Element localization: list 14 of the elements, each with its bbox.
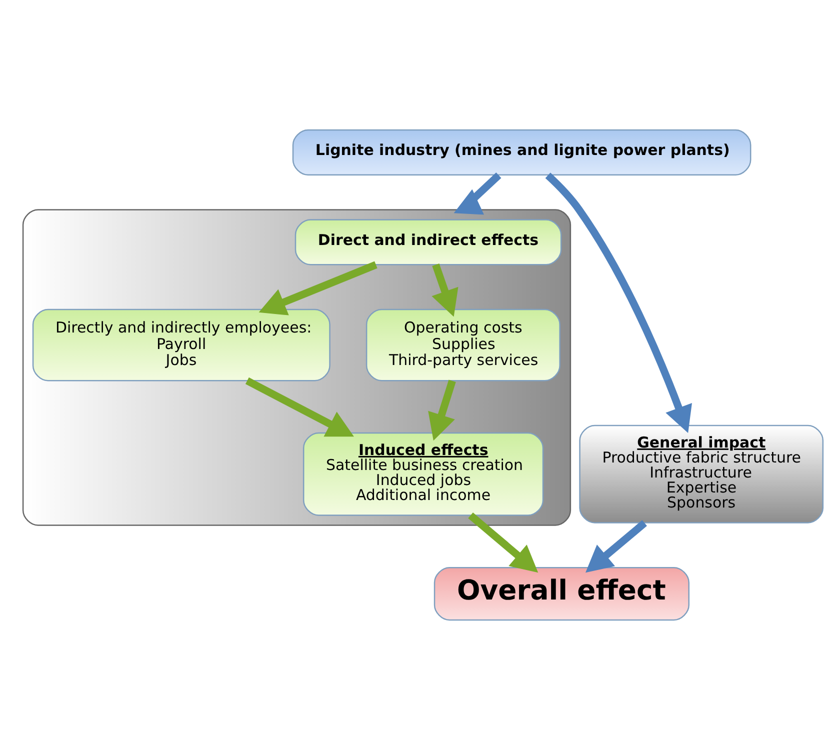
arrow <box>586 520 647 572</box>
node-box: Induced effects Satellite business creation Induced jobs Additional income <box>302 432 544 516</box>
arrow <box>428 379 456 440</box>
node-box: Operating costs Supplies Third-party services <box>366 308 560 381</box>
arrow <box>245 376 354 436</box>
node-box: Overall effect <box>434 566 690 620</box>
arrow <box>258 260 378 315</box>
arrow <box>432 263 458 316</box>
node-box: General impact Productive fabric structure Infrastructure Expertise Sponsors <box>579 424 824 523</box>
node-box: Lignite industry (mines and lignite power plants) <box>292 128 752 175</box>
cluster <box>22 208 572 526</box>
node-box: Directly and indirectly employees: Payroll Jobs <box>32 308 330 381</box>
node-box: Direct and indirect effects <box>294 218 562 265</box>
arrow <box>468 512 538 572</box>
